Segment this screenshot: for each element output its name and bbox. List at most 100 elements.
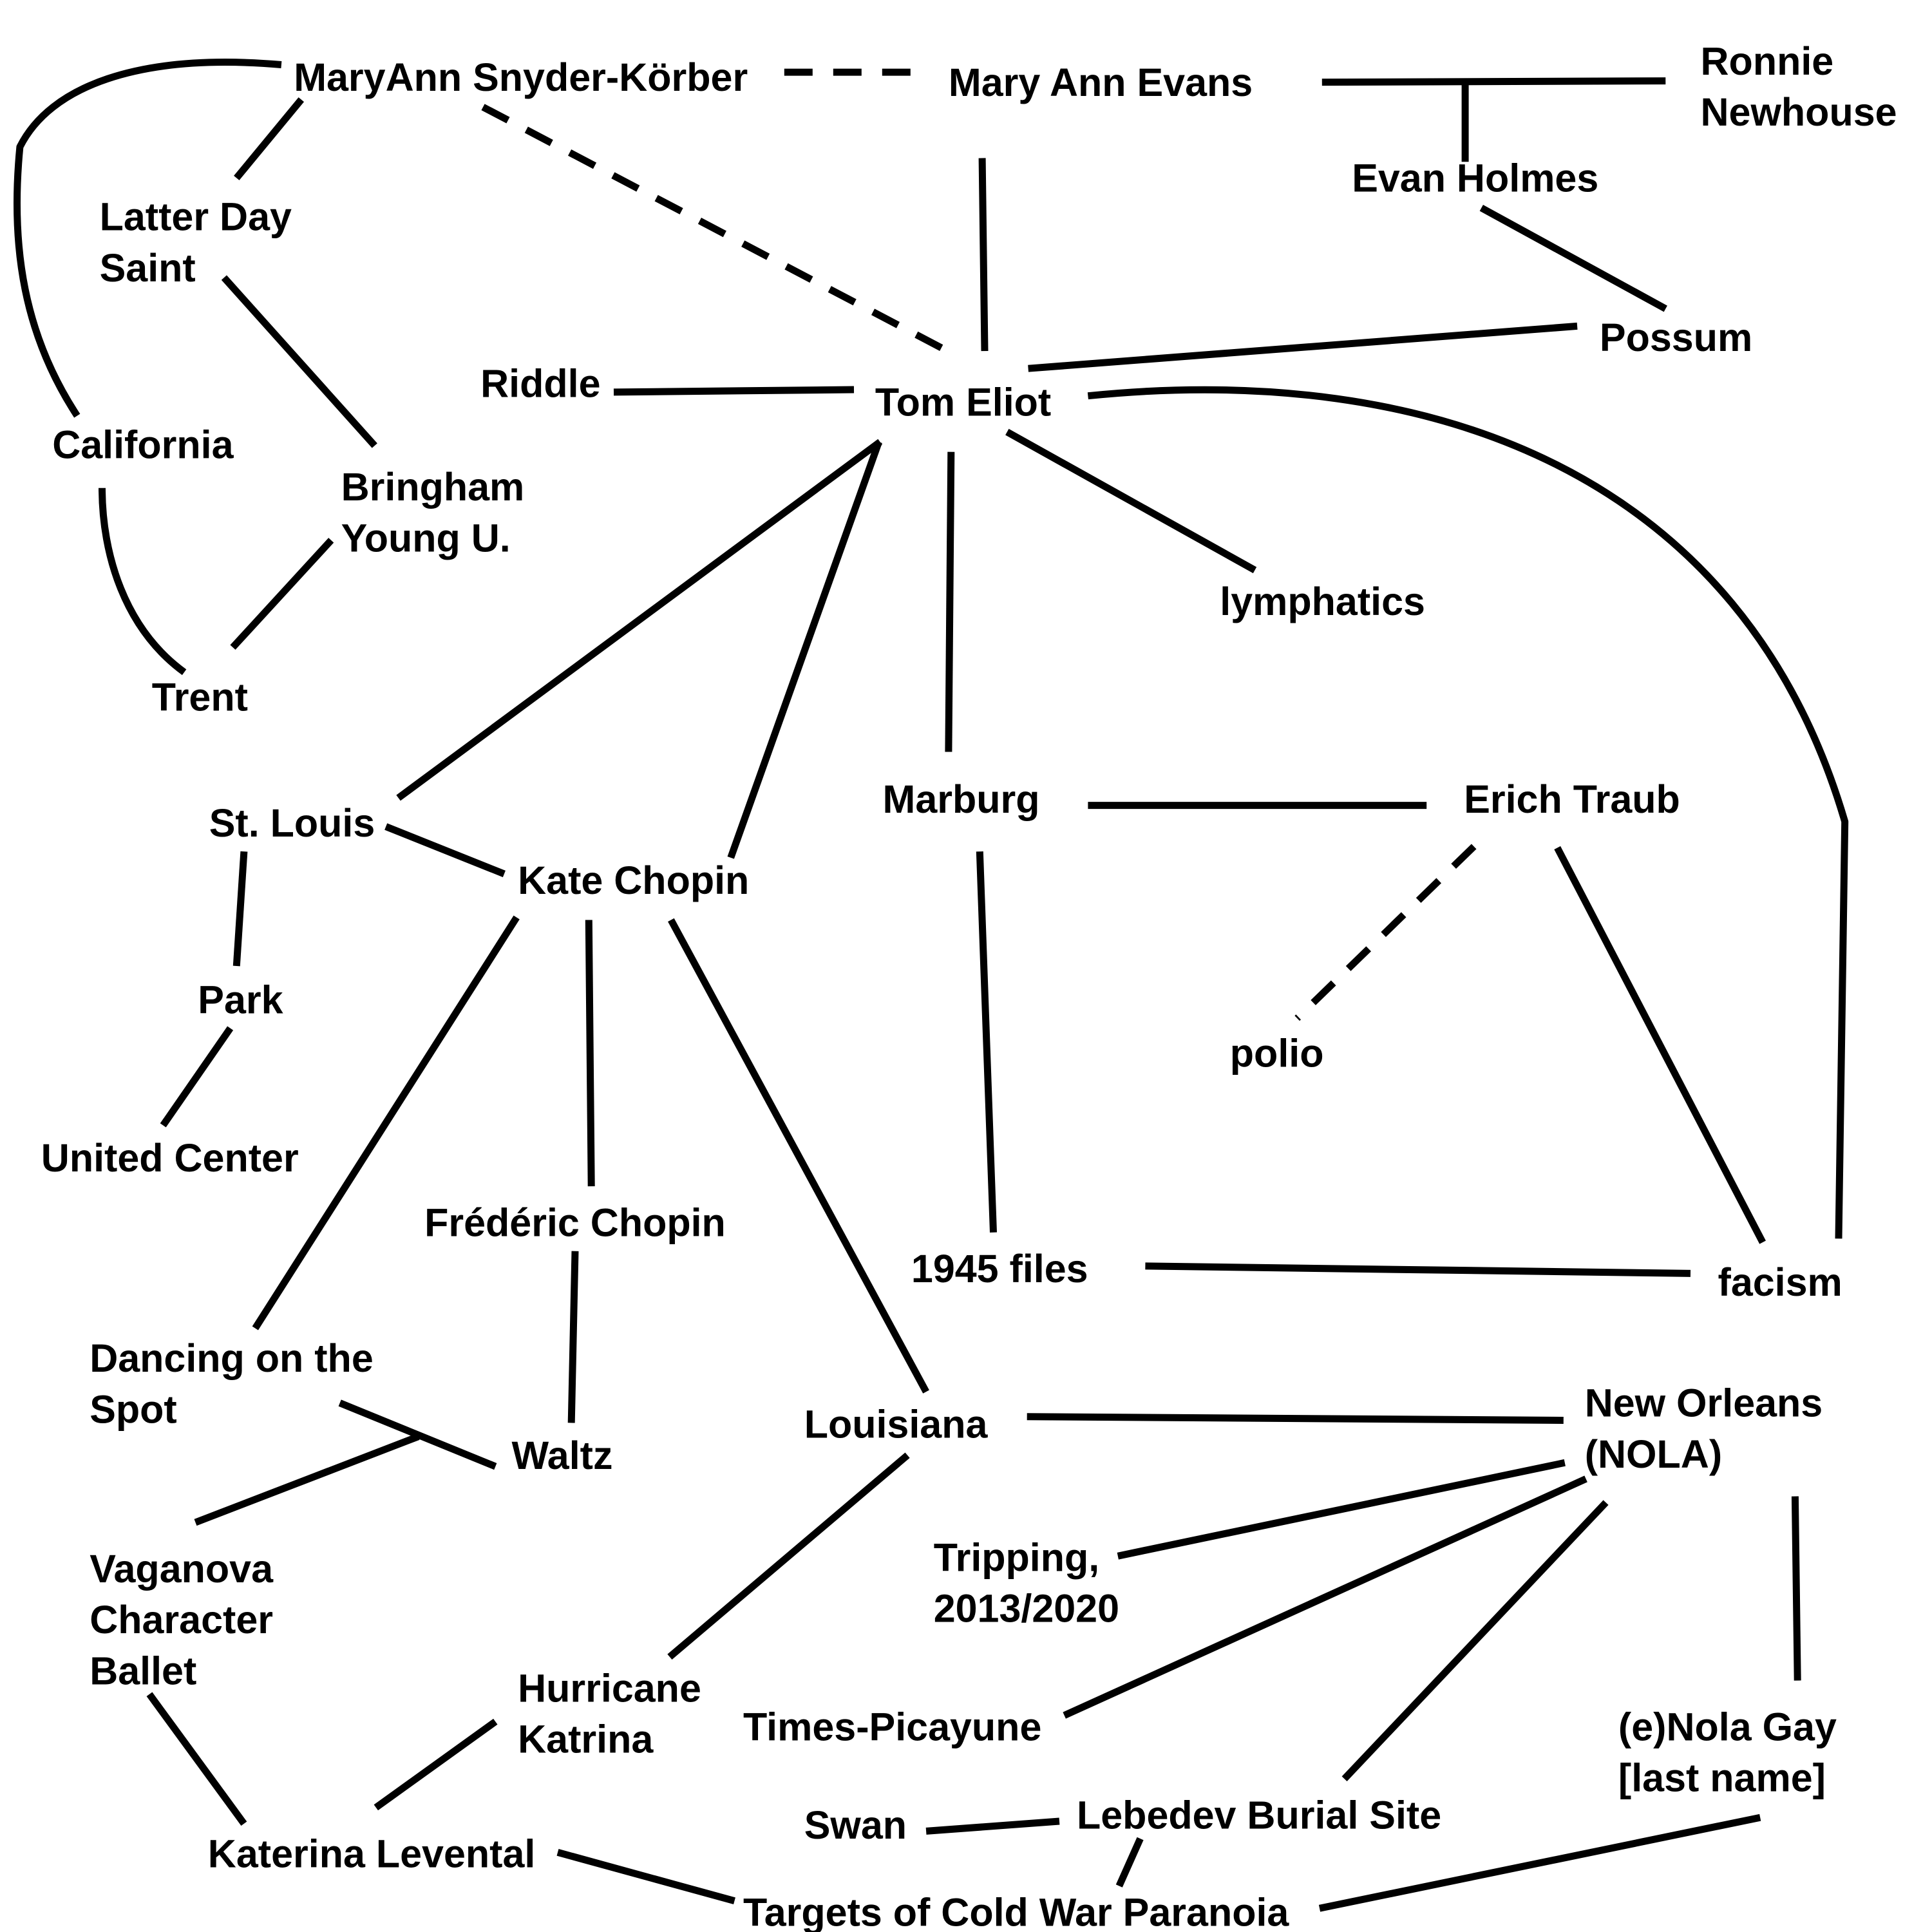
edge-louisiana-to-hurricane-katrina [667, 1452, 910, 1660]
node-united-center: United Center [41, 1136, 299, 1180]
node-waltz-line-1: Waltz [512, 1434, 613, 1477]
node-targets-cold-war-line-1: Targets of Cold War Paranoia [743, 1890, 1289, 1932]
edge-tom-eliot-to-st-louis [396, 439, 882, 801]
edge-enola-gay-to-targets-cold-war [1318, 1814, 1761, 1912]
edge-hurricane-katrina-to-katerina-levental [374, 1718, 498, 1811]
node-latter-day-saint-line-2: Saint [100, 246, 196, 290]
edge-possum-to-tom-eliot [1028, 322, 1578, 372]
node-park-line-1: Park [198, 978, 283, 1022]
node-tripping-line-1: Tripping, [934, 1535, 1100, 1579]
node-hurricane-katrina-line-1: Hurricane [518, 1666, 701, 1710]
edge-bringham-young-to-trent [230, 538, 334, 650]
node-katerina-levental-line-1: Katerina Levental [208, 1832, 536, 1876]
node-times-picayune-line-1: Times-Picayune [743, 1705, 1041, 1748]
edge-mary-ann-evans-to-ronnie-newhouse [1321, 77, 1666, 86]
node-kate-chopin: Kate Chopin [518, 858, 749, 902]
node-riddle-line-1: Riddle [480, 362, 600, 406]
node-swan-line-1: Swan [804, 1803, 907, 1847]
node-facism: facism [1718, 1260, 1842, 1304]
node-lymphatics-line-1: lymphatics [1220, 580, 1425, 623]
node-st-louis-line-1: St. Louis [209, 801, 375, 845]
node-files-1945-line-1: 1945 files [911, 1247, 1088, 1291]
edge-new-orleans-to-enola-gay [1791, 1496, 1801, 1681]
node-dancing-on-the-spot-line-2: Spot [90, 1387, 177, 1431]
node-frederic-chopin: Frédéric Chopin [424, 1201, 726, 1245]
node-possum-line-1: Possum [1600, 316, 1752, 359]
edge-new-orleans-to-lebedev [1341, 1500, 1609, 1781]
edge-maryann-sk-to-latter-day-saint [234, 97, 305, 180]
edge-st-louis-to-kate-chopin [384, 823, 506, 878]
edge-st-louis-to-park [232, 851, 248, 967]
node-facism-line-1: facism [1718, 1260, 1842, 1304]
edge-latter-day-saint-to-bringham-young [221, 275, 377, 448]
node-erich-traub-line-1: Erich Traub [1464, 777, 1680, 821]
node-trent-line-1: Trent [152, 676, 248, 719]
node-tripping: Tripping, 2013/2020 [934, 1535, 1119, 1630]
node-lebedev-line-1: Lebedev Burial Site [1077, 1794, 1441, 1837]
edge-louisiana-to-new-orleans [1027, 1413, 1564, 1424]
node-vaganova-line-1: Vaganova [90, 1547, 274, 1591]
node-times-picayune: Times-Picayune [743, 1705, 1041, 1748]
node-new-orleans-line-2: (NOLA) [1585, 1432, 1722, 1476]
edge-vaganova-to-katerina-levental [146, 1692, 247, 1826]
node-polio: polio [1230, 1032, 1324, 1075]
edge-katerina-levental-to-targets-cold-war [556, 1848, 735, 1905]
edge-new-orleans-to-times-picayune [1063, 1475, 1587, 1719]
node-hurricane-katrina-line-2: Katrina [518, 1718, 654, 1761]
node-lymphatics: lymphatics [1220, 580, 1425, 623]
node-maryann-sk: MaryAnn Snyder-Körber [294, 55, 748, 99]
node-bringham-young-line-2: Young U. [341, 516, 511, 560]
node-california: California [52, 422, 234, 466]
node-targets-cold-war: Targets of Cold War Paranoia [743, 1890, 1289, 1932]
edge-new-orleans-to-tripping [1117, 1459, 1566, 1560]
node-louisiana: Louisiana [804, 1403, 989, 1446]
node-st-louis: St. Louis [209, 801, 375, 845]
node-latter-day-saint-line-1: Latter Day [100, 195, 292, 239]
edge-tom-eliot-to-kate-chopin [727, 440, 882, 859]
edge-evan-holmes-to-possum [1479, 204, 1667, 312]
node-marburg: Marburg [883, 777, 1040, 821]
edge-swan-to-lebedev [925, 1817, 1060, 1835]
node-mary-ann-evans-line-1: Mary Ann Evans [949, 61, 1253, 104]
node-lebedev: Lebedev Burial Site [1077, 1794, 1441, 1837]
label-layer: MaryAnn Snyder-Körber Mary Ann Evans Ronni… [41, 39, 1897, 1932]
edge-marburg-to-files-1945 [976, 851, 997, 1233]
edge-tom-eliot-to-lymphatics [1005, 428, 1257, 574]
edge-lebedev-to-targets-cold-war [1115, 1837, 1144, 1888]
node-park: Park [198, 978, 283, 1022]
edge-california-to-trent [99, 488, 187, 676]
edge-erich-traub-to-polio [1294, 844, 1477, 1021]
edge-kate-chopin-to-dancing-on-the-spot [252, 915, 520, 1331]
node-mary-ann-evans: Mary Ann Evans [949, 61, 1253, 104]
edge-park-to-united-center [160, 1026, 234, 1128]
node-evan-holmes: Evan Holmes [1352, 156, 1598, 200]
node-kate-chopin-line-1: Kate Chopin [518, 858, 749, 902]
edge-layer [13, 59, 1849, 1912]
edge-maryann-sk-to-california [13, 59, 282, 418]
node-tripping-line-2: 2013/2020 [934, 1587, 1119, 1631]
edge-erich-traub-to-facism [1554, 846, 1766, 1244]
node-new-orleans-line-1: New Orleans [1585, 1381, 1823, 1425]
node-enola-gay: (e)Nola Gay[last name] [1618, 1705, 1837, 1799]
node-vaganova-line-2: Character [90, 1598, 273, 1642]
node-frederic-chopin-line-1: Frédéric Chopin [424, 1201, 726, 1245]
node-erich-traub: Erich Traub [1464, 777, 1680, 821]
node-polio-line-1: polio [1230, 1032, 1324, 1075]
node-maryann-sk-line-1: MaryAnn Snyder-Körber [294, 55, 748, 99]
node-swan: Swan [804, 1803, 907, 1847]
node-evan-holmes-line-1: Evan Holmes [1352, 156, 1598, 200]
edge-maryann-sk-to-tom-eliot [481, 104, 954, 357]
node-trent: Trent [152, 676, 248, 719]
edge-riddle-to-tom-eliot [613, 386, 855, 396]
node-enola-gay-line-1: (e)Nola Gay [1618, 1705, 1837, 1748]
node-united-center-line-1: United Center [41, 1136, 299, 1180]
node-possum: Possum [1600, 316, 1752, 359]
node-ronnie-newhouse-line-1: Ronnie [1701, 39, 1834, 83]
edge-kate-chopin-to-louisiana [668, 918, 929, 1394]
node-tom-eliot-line-1: Tom Eliot [875, 381, 1051, 424]
node-dancing-on-the-spot-line-1: Dancing on the [90, 1336, 374, 1380]
